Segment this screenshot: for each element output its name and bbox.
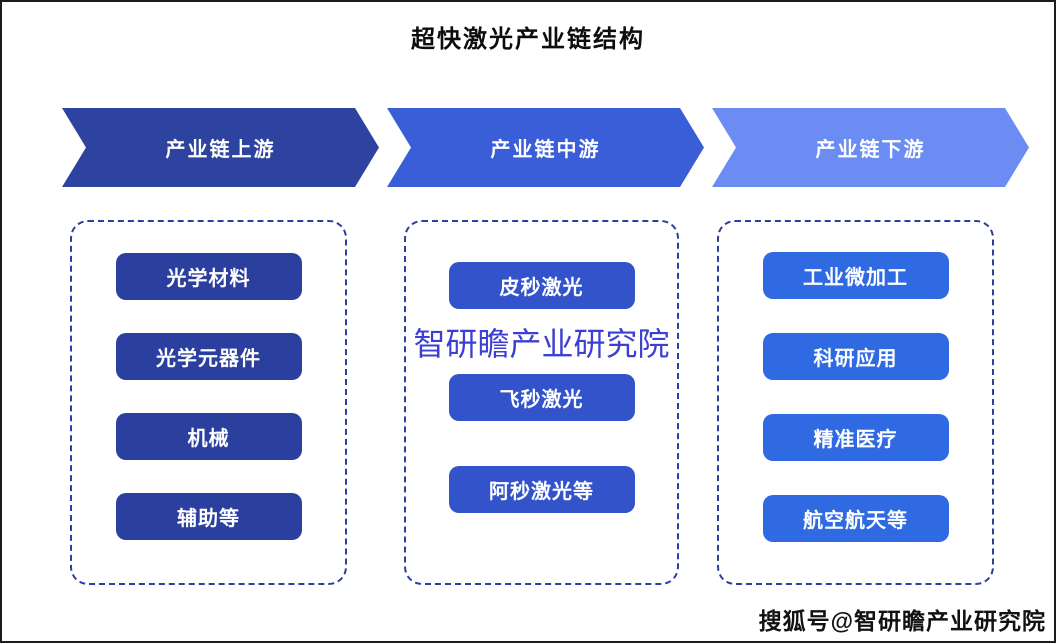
center-watermark-text: 智研瞻产业研究院 — [413, 325, 670, 362]
stage-banner-downstream: 产业链下游 — [712, 108, 1029, 187]
stage-banner-row: 产业链上游 产业链中游 产业链下游 — [62, 108, 1029, 187]
stage-banner-upstream-label: 产业链上游 — [165, 139, 276, 161]
stage-banner-midstream: 产业链中游 — [387, 108, 704, 187]
chain-item: 工业微加工 — [762, 252, 949, 299]
chain-item: 光学材料 — [115, 253, 302, 300]
chain-item: 阿秒激光等 — [448, 466, 635, 513]
chain-item: 辅助等 — [115, 493, 302, 540]
chain-item: 光学元器件 — [115, 333, 302, 380]
stage-banner-upstream: 产业链上游 — [62, 108, 379, 187]
chain-item: 飞秒激光 — [448, 374, 635, 421]
upstream-items-panel: 光学材料 光学元器件 机械 辅助等 — [70, 220, 347, 585]
stage-banner-downstream-label: 产业链下游 — [815, 139, 926, 161]
chain-item: 皮秒激光 — [448, 262, 635, 309]
stage-banner-midstream-label: 产业链中游 — [490, 139, 601, 161]
midstream-items-panel: 皮秒激光 智研瞻产业研究院 飞秒激光 阿秒激光等 — [404, 220, 679, 585]
page-title: 超快激光产业链结构 — [411, 26, 645, 53]
footer-watermark-text: 搜狐号@智研瞻产业研究院 — [758, 608, 1046, 634]
chain-item: 科研应用 — [762, 333, 949, 380]
chain-item: 机械 — [115, 413, 302, 460]
downstream-items-panel: 工业微加工 科研应用 精准医疗 航空航天等 — [717, 220, 994, 585]
chain-item: 航空航天等 — [762, 495, 949, 542]
chain-item: 精准医疗 — [762, 414, 949, 461]
